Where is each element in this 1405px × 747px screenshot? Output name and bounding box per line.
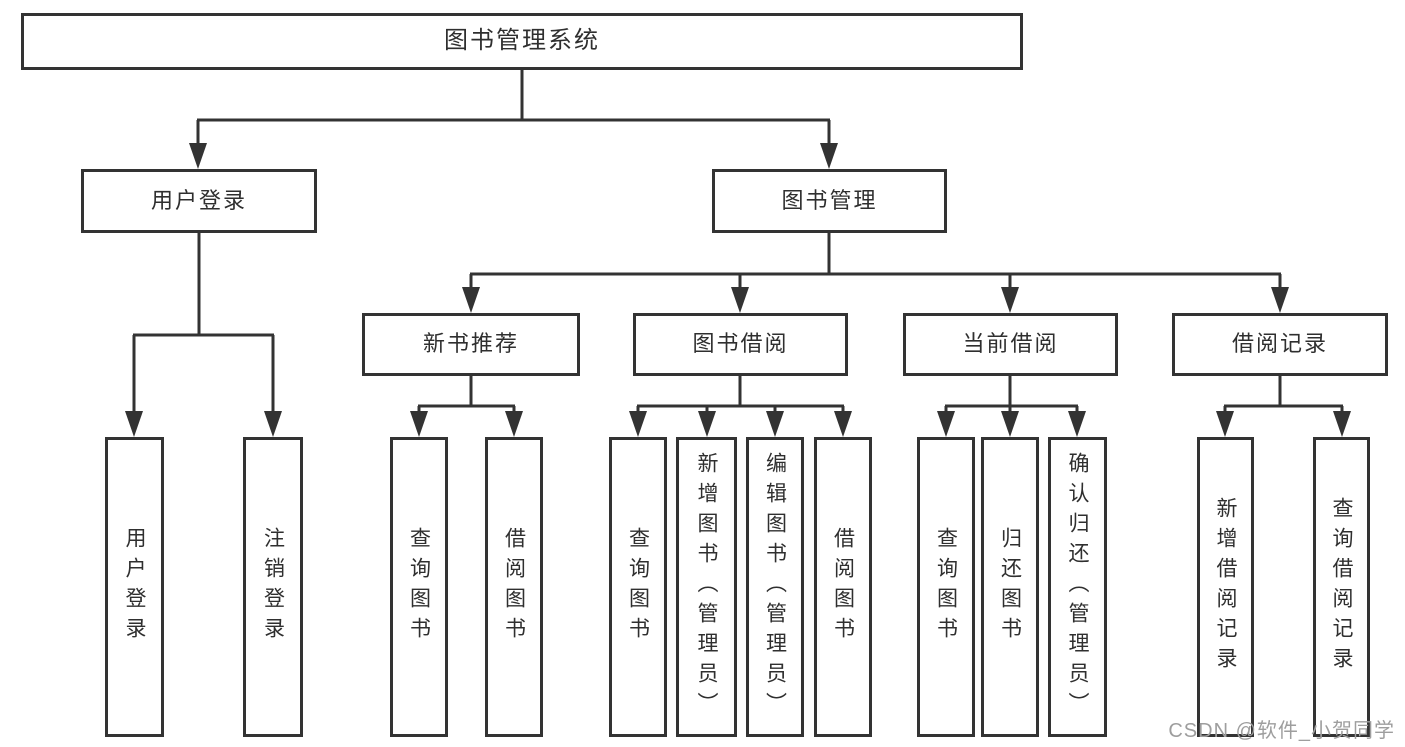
leaf-query-books-current-label: 查询图书 (934, 527, 958, 647)
arrowhead-icon (189, 143, 207, 169)
leaf-user-login: 用户登录 (105, 437, 164, 737)
leaf-borrow-books-recommend: 借阅图书 (485, 437, 543, 737)
node-book-borrow: 图书借阅 (633, 313, 848, 376)
arrowhead-icon (1271, 287, 1289, 313)
leaf-query-books-recommend: 查询图书 (390, 437, 448, 737)
leaf-borrow-books-recommend-label: 借阅图书 (502, 527, 526, 647)
leaf-query-borrow-record: 查询借阅记录 (1313, 437, 1370, 737)
leaf-add-books-admin: 新增图书（管理员） (676, 437, 737, 737)
node-book-borrow-label: 图书借阅 (692, 331, 789, 357)
node-book-management-label: 图书管理 (781, 187, 878, 213)
watermark-text: CSDN @软件_小贺同学 (1168, 720, 1395, 742)
node-current-borrow: 当前借阅 (903, 313, 1118, 376)
arrowhead-icon (731, 287, 749, 313)
leaf-confirm-return-admin-label: 确认归还（管理员） (1066, 452, 1090, 722)
leaf-return-books: 归还图书 (981, 437, 1039, 737)
node-book-management: 图书管理 (712, 169, 947, 233)
arrowhead-icon (1068, 411, 1086, 437)
leaf-query-books-borrow: 查询图书 (609, 437, 667, 737)
leaf-edit-books-admin-label: 编辑图书（管理员） (763, 452, 787, 722)
leaf-query-books-borrow-label: 查询图书 (626, 527, 650, 647)
arrowhead-icon (629, 411, 647, 437)
arrowhead-icon (820, 143, 838, 169)
arrowhead-icon (834, 411, 852, 437)
node-user-login-branch: 用户登录 (81, 169, 317, 233)
node-borrow-records: 借阅记录 (1172, 313, 1388, 376)
arrowhead-icon (1216, 411, 1234, 437)
leaf-logout-label: 注销登录 (261, 527, 285, 647)
leaf-edit-books-admin: 编辑图书（管理员） (746, 437, 804, 737)
leaf-add-borrow-record-label: 新增借阅记录 (1214, 497, 1238, 677)
arrowhead-icon (125, 411, 143, 437)
leaf-query-books-current: 查询图书 (917, 437, 975, 737)
leaf-confirm-return-admin: 确认归还（管理员） (1048, 437, 1107, 737)
arrowhead-icon (698, 411, 716, 437)
node-root-label: 图书管理系统 (444, 27, 600, 55)
arrowhead-icon (766, 411, 784, 437)
leaf-user-login-label: 用户登录 (123, 527, 147, 647)
leaf-add-borrow-record: 新增借阅记录 (1197, 437, 1254, 737)
node-current-borrow-label: 当前借阅 (962, 331, 1059, 357)
arrowhead-icon (937, 411, 955, 437)
leaf-logout: 注销登录 (243, 437, 303, 737)
node-user-login-branch-label: 用户登录 (150, 187, 247, 213)
node-root: 图书管理系统 (21, 13, 1023, 70)
arrowhead-icon (505, 411, 523, 437)
leaf-borrow-books-label: 借阅图书 (831, 527, 855, 647)
leaf-borrow-books: 借阅图书 (814, 437, 872, 737)
node-borrow-records-label: 借阅记录 (1231, 331, 1328, 357)
arrowhead-icon (410, 411, 428, 437)
arrowhead-icon (264, 411, 282, 437)
leaf-query-borrow-record-label: 查询借阅记录 (1330, 497, 1354, 677)
arrowhead-icon (1333, 411, 1351, 437)
leaf-query-books-recommend-label: 查询图书 (407, 527, 431, 647)
node-new-book-recommend-label: 新书推荐 (422, 331, 519, 357)
leaf-return-books-label: 归还图书 (998, 527, 1022, 647)
leaf-add-books-admin-label: 新增图书（管理员） (695, 452, 719, 722)
arrowhead-icon (1001, 411, 1019, 437)
node-new-book-recommend: 新书推荐 (362, 313, 580, 376)
arrowhead-icon (1001, 287, 1019, 313)
arrowhead-icon (462, 287, 480, 313)
